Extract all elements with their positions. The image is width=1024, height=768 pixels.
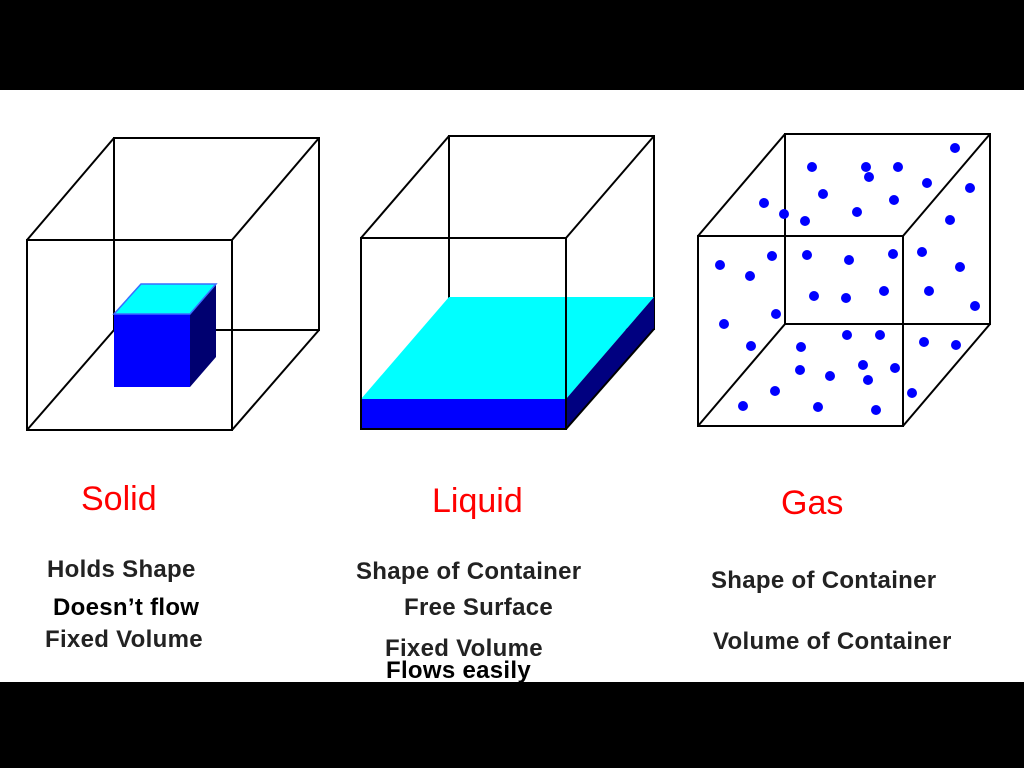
gas-particle <box>875 330 885 340</box>
liquid-container-icon <box>360 135 655 430</box>
gas-particle <box>795 365 805 375</box>
gas-particle <box>825 371 835 381</box>
gas-particle <box>715 260 725 270</box>
solid-title: Solid <box>81 480 157 518</box>
gas-particle <box>802 250 812 260</box>
gas-container-edge <box>902 133 991 237</box>
gas-particle <box>852 207 862 217</box>
liquid-title: Liquid <box>432 482 523 520</box>
gas-particle <box>861 162 871 172</box>
gas-particle <box>842 330 852 340</box>
liquid-container-edge <box>565 328 655 430</box>
gas-particles-icon <box>715 143 980 415</box>
gas-particle <box>888 249 898 259</box>
gas-particle <box>945 215 955 225</box>
solid-cube-front <box>114 314 190 387</box>
gas-container-front-face <box>697 235 904 427</box>
gas-particle <box>767 251 777 261</box>
gas-particle <box>950 143 960 153</box>
gas-particle <box>907 388 917 398</box>
solid-property-flow: Doesn’t flow <box>53 594 200 621</box>
solid-container-front-face <box>26 239 233 431</box>
gas-particle <box>800 216 810 226</box>
gas-particle <box>917 247 927 257</box>
gas-container-edge <box>697 323 786 427</box>
gas-particle <box>738 401 748 411</box>
solid-container-edge <box>26 329 115 431</box>
gas-particle <box>955 262 965 272</box>
liquid-container-edge <box>360 135 450 239</box>
gas-particle <box>863 375 873 385</box>
liquid-property-free-surface: Free Surface <box>404 594 554 621</box>
gas-particle <box>807 162 817 172</box>
solid-cube-side <box>190 284 216 387</box>
gas-property-shape: Shape of Container <box>711 567 937 594</box>
solid-cube-icon <box>112 283 218 387</box>
liquid-side <box>566 297 654 429</box>
solid-cube-top <box>114 284 216 314</box>
solid-container-edge <box>231 137 320 241</box>
gas-particle <box>719 319 729 329</box>
gas-particle <box>796 342 806 352</box>
gas-particle <box>893 162 903 172</box>
gas-particle <box>864 172 874 182</box>
gas-particle <box>922 178 932 188</box>
gas-particle <box>919 337 929 347</box>
gas-container-icon <box>697 133 991 427</box>
gas-particle <box>871 405 881 415</box>
liquid-property-shape: Shape of Container <box>356 558 582 585</box>
gas-particle <box>879 286 889 296</box>
slide: Solid Liquid Gas Holds Shape Doesn’t flo… <box>0 90 1024 684</box>
gas-particle <box>951 340 961 350</box>
liquid-front <box>361 399 566 429</box>
gas-particle <box>965 183 975 193</box>
solid-property-volume: Fixed Volume <box>45 626 203 653</box>
solid-container-front <box>26 239 319 431</box>
liquid-property-volume: Fixed Volume <box>385 635 543 662</box>
gas-particle <box>759 198 769 208</box>
gas-particle <box>818 189 828 199</box>
gas-particle <box>770 386 780 396</box>
gas-particle <box>745 271 755 281</box>
gas-particle <box>858 360 868 370</box>
gas-particle <box>813 402 823 412</box>
liquid-property-flow: Flows easily <box>386 657 531 684</box>
liquid-container-front-face <box>360 237 567 430</box>
solid-property-holds-shape: Holds Shape <box>47 556 196 583</box>
gas-particle <box>746 341 756 351</box>
solid-container-edge <box>26 137 115 241</box>
liquid-surface <box>361 297 654 399</box>
gas-container-edge <box>697 133 786 237</box>
gas-container-back-face <box>784 133 991 325</box>
solid-container-edge <box>231 329 320 431</box>
gas-particle <box>890 363 900 373</box>
gas-particle <box>844 255 854 265</box>
gas-particle <box>970 301 980 311</box>
gas-container-edge <box>902 323 991 427</box>
gas-particle <box>771 309 781 319</box>
gas-particle <box>924 286 934 296</box>
solid-cube-outline <box>112 283 218 315</box>
gas-particle <box>809 291 819 301</box>
liquid-container-edge <box>565 135 655 239</box>
gas-particle <box>841 293 851 303</box>
gas-title: Gas <box>781 484 844 522</box>
gas-particle <box>889 195 899 205</box>
states-of-matter-diagram <box>26 133 991 431</box>
gas-particle <box>779 209 789 219</box>
gas-property-volume: Volume of Container <box>713 628 952 655</box>
